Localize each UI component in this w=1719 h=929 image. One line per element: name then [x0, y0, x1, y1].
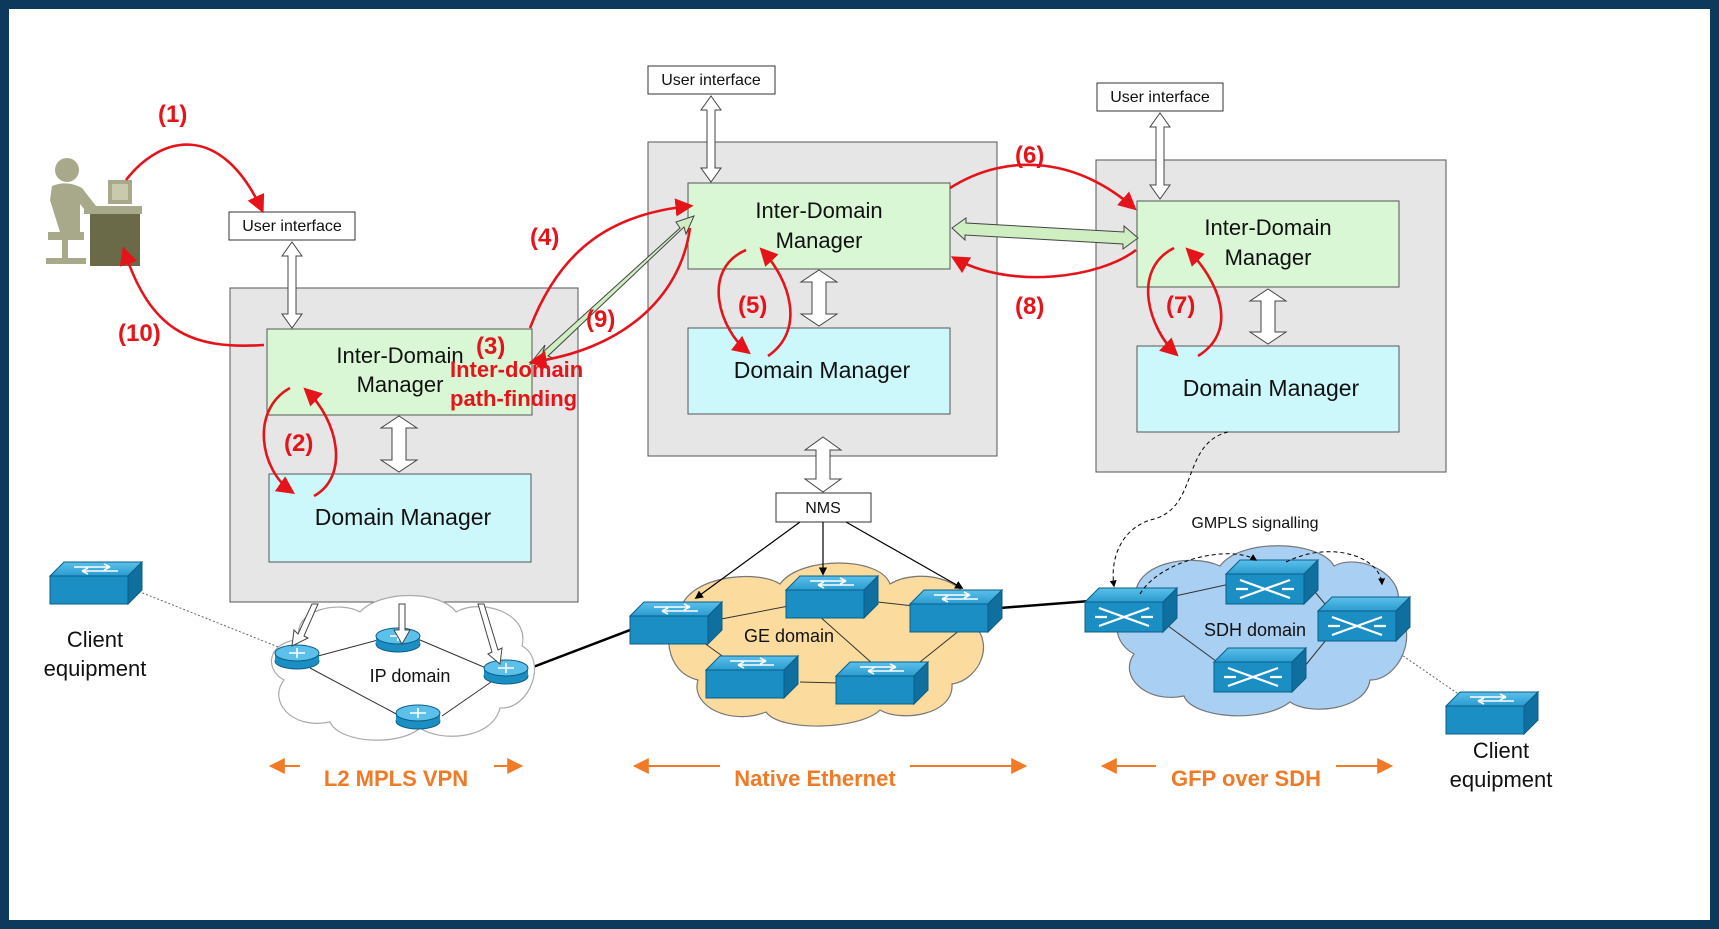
ge-switch-1: [629, 601, 723, 645]
user-at-computer-icon: [46, 158, 142, 266]
sdh-domain-label: SDH domain: [1204, 620, 1306, 640]
tech-eth-label-bg: [720, 756, 910, 786]
ge-switch-4: [705, 655, 799, 699]
ge-domain-label: GE domain: [744, 626, 834, 646]
idm1-idm2-green-link: [528, 215, 695, 365]
domain1-ui-idm-double-arrow: [281, 241, 303, 329]
gmpls-signalling-label: GMPLS signalling: [1191, 515, 1318, 532]
step5-label: (5): [738, 292, 767, 319]
ip-router-3: [483, 659, 529, 685]
tech-l2-label: L2 MPLS VPN: [324, 766, 468, 791]
domain2-user-interface-box: [647, 65, 776, 95]
domain3-user-interface-label: User interface: [1110, 89, 1210, 106]
dm3-to-sdh-dashed-arrow: [1109, 431, 1229, 588]
domain3-idm-label-line2: Manager: [1225, 245, 1312, 270]
idm2-idm3-green-link: [951, 217, 1139, 250]
step8-label: (8): [1015, 293, 1044, 320]
tech-sdh-label: GFP over SDH: [1171, 766, 1321, 791]
nms-to-ge-arrows: [694, 521, 964, 599]
ip-router-4: [395, 704, 441, 730]
domain2-idm-label-line2: Manager: [776, 228, 863, 253]
client-left-switch: [49, 561, 143, 605]
step1-label: (1): [158, 101, 187, 128]
step9-arrow: [528, 227, 692, 370]
nms-label: NMS: [805, 500, 841, 517]
domain2-idm-box: [687, 182, 951, 270]
ip-router-1: [274, 644, 320, 670]
domain2-user-interface-label: User interface: [661, 72, 761, 89]
step9-label: (9): [586, 306, 615, 333]
step5-arrow-up: [759, 247, 792, 358]
domain3-idm-label-line1: Inter-Domain: [1204, 215, 1331, 240]
step7-arrow-up: [1185, 247, 1223, 358]
tech-sdh-label-bg: [1156, 756, 1336, 786]
step10-label: (10): [118, 320, 161, 347]
ip-domain-cloud: [270, 595, 536, 741]
domain2-dm-label: Domain Manager: [734, 357, 911, 383]
domain1-idm-label-line1: Inter-Domain: [336, 343, 463, 368]
domain3-idm-dm-double-arrow: [1248, 288, 1288, 345]
domain3-dm-box: [1136, 345, 1400, 433]
domain1-user-interface-box: [228, 211, 356, 241]
ge-sdh-link: [999, 599, 1091, 610]
step2-arrow-down: [262, 386, 295, 495]
ip-domain-label: IP domain: [370, 666, 451, 686]
domain3-idm-box: [1136, 200, 1400, 288]
step1-arrow: [124, 143, 265, 214]
domain3-user-interface-box: [1096, 82, 1224, 112]
client-left-label-line1: Client: [67, 627, 123, 652]
domain1-idm-label-line2: Manager: [357, 372, 444, 397]
step6-arrow: [949, 163, 1137, 211]
domain1-dm-label: Domain Manager: [315, 504, 492, 530]
sdh-node-1: [1083, 586, 1179, 634]
domain1-dm-box: [268, 473, 532, 563]
step7-label: (7): [1166, 292, 1195, 319]
sdh-node-4: [1212, 646, 1308, 694]
domain3-dm-label: Domain Manager: [1183, 375, 1360, 401]
client-left-link: [119, 583, 297, 655]
step8-arrow: [950, 248, 1137, 279]
domain2-idm-label-line1: Inter-Domain: [755, 198, 882, 223]
ip-domain-links: [309, 639, 495, 717]
domain3-ui-idm-double-arrow: [1149, 112, 1171, 200]
step3-label: (3): [476, 333, 505, 360]
client-right-label-line1: Client: [1473, 738, 1529, 763]
step5-arrow-down: [717, 248, 751, 355]
domain2-dm-nms-double-arrow: [803, 436, 843, 493]
step4-label: (4): [530, 224, 559, 251]
dm1-to-ip-arrows: [291, 603, 503, 665]
gmpls-dashed-arrow-2: [1285, 551, 1386, 586]
sdh-node-3: [1316, 595, 1412, 643]
ge-switch-5: [835, 661, 929, 705]
nms-box: [775, 492, 872, 523]
domain2-ui-idm-double-arrow: [700, 95, 722, 183]
sdh-node-2: [1224, 558, 1320, 606]
step7-arrow-down: [1146, 246, 1179, 357]
step10-arrow: [119, 246, 265, 347]
step2-label: (2): [284, 430, 313, 457]
client-right-switch: [1445, 691, 1539, 735]
ge-switch-2: [785, 575, 879, 619]
ge-switch-3: [909, 589, 1003, 633]
step2-arrow-up: [303, 387, 338, 498]
ip-ge-link: [519, 625, 639, 674]
domain1-user-interface-label: User interface: [242, 218, 342, 235]
domain2-idm-dm-double-arrow: [799, 269, 839, 327]
path-finding-label-line2: path-finding: [450, 386, 577, 411]
client-right-label-line2: equipment: [1450, 767, 1553, 792]
client-left-label-line2: equipment: [44, 656, 147, 681]
step6-label: (6): [1015, 142, 1044, 169]
path-finding-label-line1: Inter-domain: [450, 357, 583, 382]
sdh-domain-cloud: [1116, 545, 1408, 717]
step4-arrow: [528, 198, 694, 329]
tech-eth-label: Native Ethernet: [734, 766, 896, 791]
domain1-idm-dm-double-arrow: [379, 415, 419, 473]
